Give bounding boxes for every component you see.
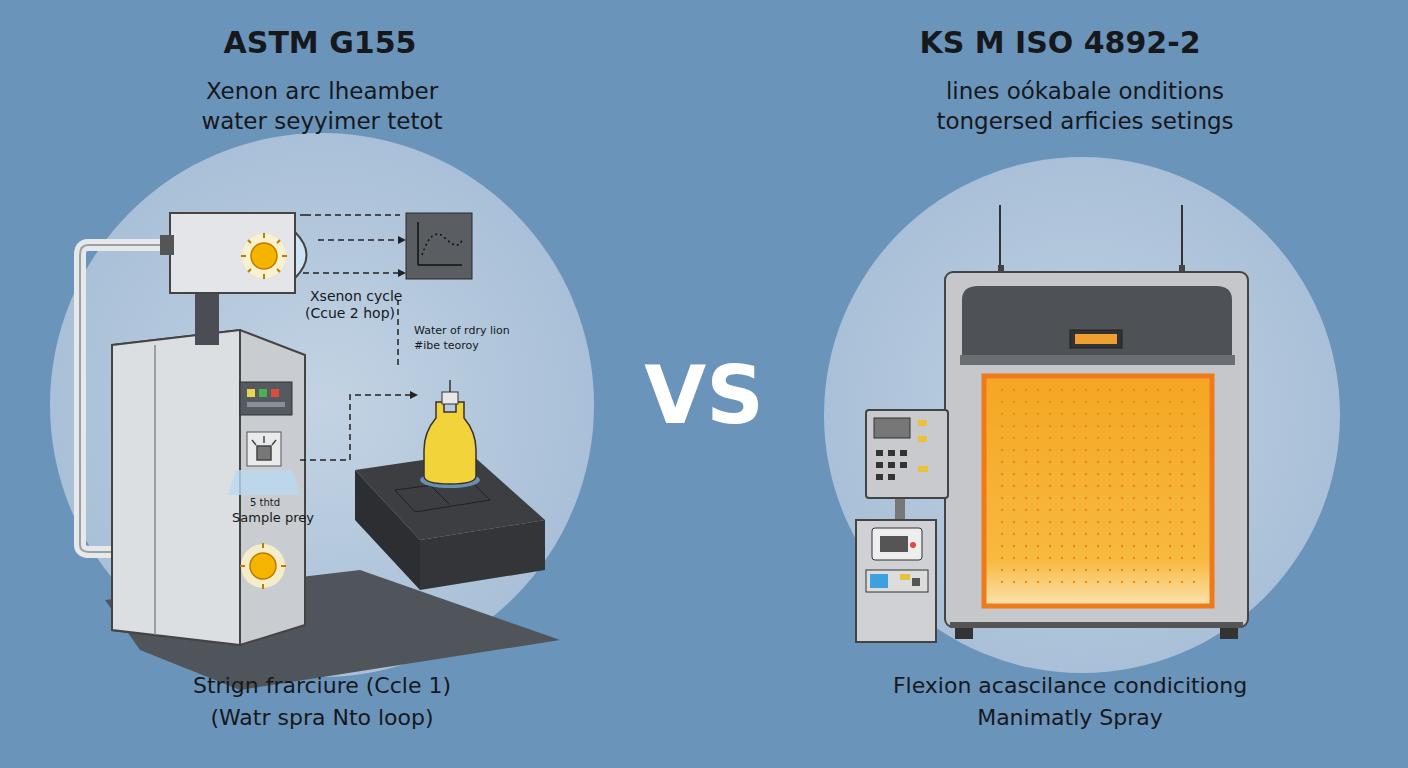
lamp-post	[195, 290, 219, 345]
oven-base	[950, 622, 1243, 628]
right-backdrop	[824, 157, 1340, 673]
versus-label: VS	[644, 350, 764, 442]
panel-screen	[874, 418, 910, 438]
arrowhead	[398, 236, 406, 244]
cabinet	[112, 330, 305, 645]
heading: ASTM G155	[224, 26, 417, 61]
panel-button	[918, 466, 928, 472]
heading: KS M ISO 4892-2	[919, 26, 1200, 61]
bottle-cap	[442, 392, 458, 404]
console-screen	[870, 574, 888, 588]
rod	[999, 205, 1001, 270]
console-monitor	[872, 528, 922, 560]
caption-line: Flexion acascilance condicitiong	[893, 673, 1247, 698]
callout: #ibe teoroy	[414, 340, 479, 353]
panel-button	[918, 420, 927, 426]
panel-button	[900, 574, 910, 580]
led	[247, 389, 255, 397]
arrowhead	[410, 391, 418, 399]
dashed-leader	[300, 215, 410, 460]
control-panel	[866, 410, 948, 498]
cabinet-front	[112, 330, 240, 645]
caption-line: Manimatly Spray	[977, 705, 1163, 730]
monitor-screen	[880, 536, 908, 552]
display-strip	[247, 402, 285, 407]
chamber-dots	[996, 386, 1200, 586]
indicator	[910, 542, 916, 548]
panel-label: Sample prey	[232, 511, 314, 526]
subheading: lines oókabale onditions	[946, 78, 1224, 104]
panel-button	[912, 578, 920, 586]
platform-front	[420, 520, 545, 590]
light-beam	[228, 470, 300, 495]
bulb-icon	[252, 436, 276, 460]
lamp-window	[247, 432, 281, 466]
panel-seam	[154, 345, 156, 635]
sun-icon	[240, 543, 286, 589]
panel-label: 5 thtd	[250, 497, 280, 509]
chart-axis	[418, 222, 462, 265]
oven-hood	[962, 286, 1232, 360]
subheading: water seyyimer tetot	[201, 108, 442, 134]
lamp-housing	[170, 213, 295, 293]
rod	[1181, 205, 1183, 270]
bottle	[424, 402, 476, 484]
panel-button	[918, 436, 927, 442]
console-drawer	[866, 570, 928, 592]
keypad	[876, 450, 907, 480]
caption-line: (Watr spra Nto loop)	[210, 705, 433, 730]
oven-display-screen	[1075, 334, 1117, 344]
chart-curve	[422, 234, 462, 255]
arrowhead	[398, 269, 406, 277]
callout: Xsenon cycle	[310, 288, 402, 304]
control-panel	[240, 382, 292, 415]
caption-line: Strign frarciure (Ccle 1)	[193, 673, 451, 698]
callout: (Ccue 2 hop)	[305, 305, 395, 321]
led	[259, 389, 267, 397]
oven-body	[945, 272, 1248, 627]
callout: Water of rdry lion	[414, 325, 510, 338]
chart-box	[406, 213, 472, 279]
subheading: tongersed arficies setings	[936, 108, 1233, 134]
subheading: Xenon arc lheamber	[206, 78, 438, 104]
hood-lip	[960, 355, 1235, 365]
lens	[295, 232, 307, 278]
bottle-nozzle	[449, 380, 451, 392]
oven-chamber	[984, 376, 1212, 606]
console-cabinet	[856, 520, 936, 642]
lamp-connector	[160, 235, 174, 255]
sun-icon	[241, 233, 287, 279]
oven-display	[1070, 330, 1122, 348]
led	[271, 389, 279, 397]
